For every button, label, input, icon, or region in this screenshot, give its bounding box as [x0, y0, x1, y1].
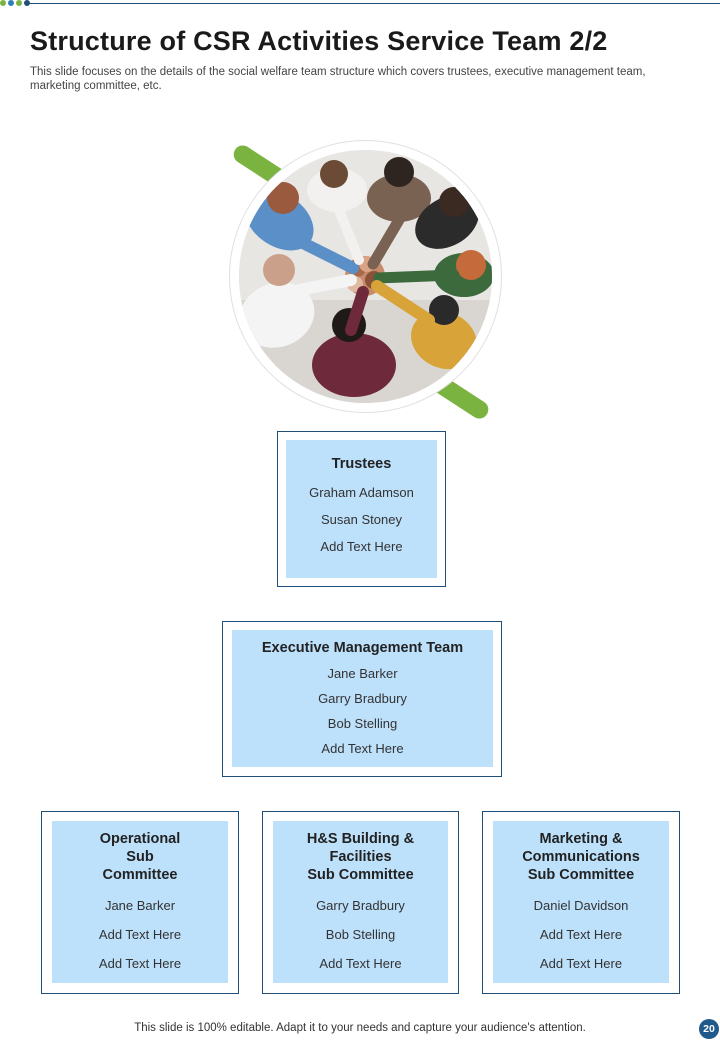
executive-member: Garry Bradbury [318, 691, 407, 706]
committee-member: Add Text Here [98, 956, 182, 971]
committee-title-line: Sub Committee [527, 867, 635, 883]
trustees-member: Graham Adamson [309, 485, 414, 500]
team-hands-illustration [239, 150, 492, 403]
committee-member: Add Text Here [98, 927, 182, 942]
header-rule [28, 3, 720, 4]
marketing-committee-box: Marketing & Communications Sub Committee… [493, 821, 669, 983]
trustees-member: Add Text Here [320, 539, 403, 554]
header-dot [0, 0, 6, 6]
executive-title: Executive Management Team [261, 640, 464, 656]
hs-building-committee-box: H&S Building & Facilities Sub Committee … [273, 821, 448, 983]
committee-title-line: Facilities [329, 849, 392, 865]
header-dot [8, 0, 14, 6]
committee-member: Bob Stelling [325, 927, 396, 942]
committee-title-line: Sub Committee [307, 867, 414, 883]
slide-subtitle: This slide focuses on the details of the… [30, 66, 646, 92]
trustees-title: Trustees [331, 456, 392, 472]
committee-member: Daniel Davidson [533, 898, 629, 913]
page-number-badge: 20 [699, 1019, 719, 1039]
header-dot [16, 0, 22, 6]
team-photo-group [228, 140, 503, 422]
committee-title-line: Sub [126, 849, 154, 865]
committee-member: Garry Bradbury [316, 898, 405, 913]
committee-member: Add Text Here [539, 927, 623, 942]
operational-committee-box: Operational Sub Committee Jane Barker Ad… [52, 821, 228, 983]
committee-title-line: Communications [522, 849, 640, 865]
team-hands-photo [239, 150, 492, 403]
executive-member: Add Text Here [321, 741, 404, 756]
executive-member: Jane Barker [327, 666, 398, 681]
committee-title-line: Operational [99, 831, 181, 847]
footer-note: This slide is 100% editable. Adapt it to… [134, 1022, 586, 1034]
committee-title-line: Committee [102, 867, 178, 883]
trustees-member: Susan Stoney [321, 512, 402, 527]
committee-member: Add Text Here [539, 956, 623, 971]
committee-title-line: Marketing & [539, 831, 623, 847]
executive-member: Bob Stelling [327, 716, 398, 731]
committee-member: Add Text Here [319, 956, 402, 971]
header-dot [24, 0, 30, 6]
header-dots [0, 0, 30, 6]
trustees-box: Trustees Graham Adamson Susan Stoney Add… [286, 440, 437, 578]
executive-box: Executive Management Team Jane Barker Ga… [232, 630, 493, 767]
slide-title: Structure of CSR Activities Service Team… [30, 26, 608, 56]
committee-title-line: H&S Building & [306, 831, 415, 847]
committee-member: Jane Barker [104, 898, 176, 913]
